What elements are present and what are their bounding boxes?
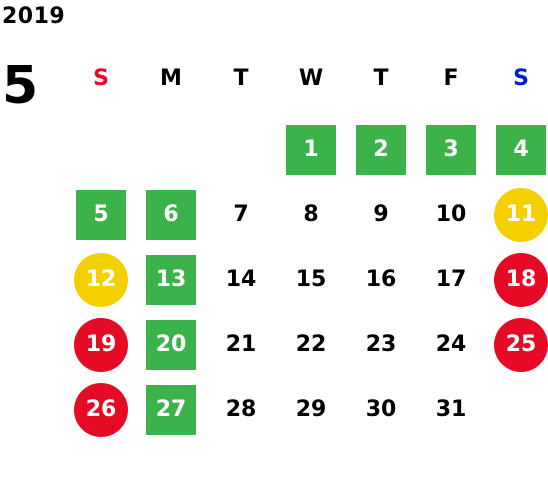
day-cell: 12 (74, 253, 128, 307)
day-cell: 14 (225, 267, 257, 292)
weekday-sun: S (93, 66, 109, 91)
day-cell: 16 (365, 267, 397, 292)
day-cell: 4 (496, 125, 546, 175)
day-cell: 28 (225, 397, 257, 422)
weekday-thu: T (373, 66, 389, 91)
day-cell: 8 (303, 202, 319, 227)
day-cell: 15 (295, 267, 327, 292)
weekday-wed: W (298, 66, 324, 91)
day-cell: 5 (76, 190, 126, 240)
day-cell: 17 (435, 267, 467, 292)
day-cell: 3 (426, 125, 476, 175)
day-cell: 9 (373, 202, 389, 227)
day-cell: 2 (356, 125, 406, 175)
day-cell: 13 (146, 255, 196, 305)
day-cell: 27 (146, 385, 196, 435)
month-number: 5 (2, 56, 39, 116)
day-cell: 23 (365, 332, 397, 357)
day-cell: 29 (295, 397, 327, 422)
weekday-mon: M (160, 66, 182, 91)
day-cell: 18 (494, 253, 548, 307)
day-cell: 21 (225, 332, 257, 357)
day-cell: 24 (435, 332, 467, 357)
day-cell: 30 (365, 397, 397, 422)
day-cell: 6 (146, 190, 196, 240)
day-cell: 20 (146, 320, 196, 370)
day-cell: 31 (435, 397, 467, 422)
year-label: 2019 (2, 4, 66, 29)
day-cell: 25 (494, 318, 548, 372)
day-cell: 10 (435, 202, 467, 227)
day-cell: 7 (233, 202, 249, 227)
weekday-tue: T (233, 66, 249, 91)
day-cell: 1 (286, 125, 336, 175)
day-cell: 19 (74, 318, 128, 372)
weekday-sat: S (513, 66, 529, 91)
day-cell: 26 (74, 383, 128, 437)
day-cell: 11 (494, 188, 548, 242)
weekday-fri: F (443, 66, 459, 91)
day-cell: 22 (295, 332, 327, 357)
